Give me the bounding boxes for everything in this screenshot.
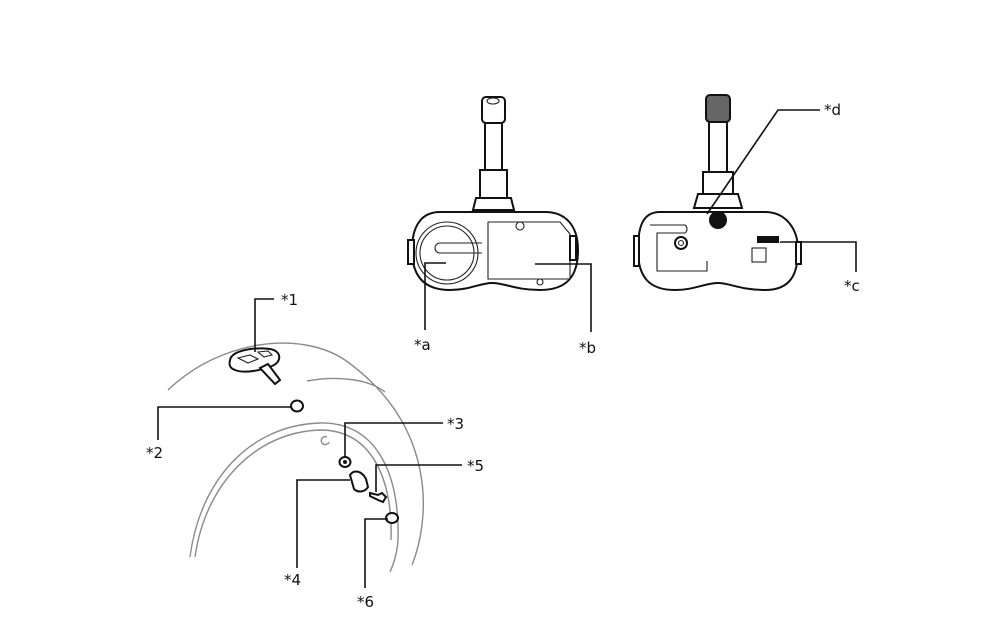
sensor-rear-view (633, 94, 802, 292)
tpms-sensor-part (228, 347, 282, 386)
callout-6: *6 (357, 593, 374, 611)
callout-3: *3 (447, 415, 464, 433)
valve-cap-part (385, 512, 399, 524)
nut-part (290, 399, 304, 413)
wheel-rim (167, 342, 425, 573)
sensor-front-view (407, 96, 580, 292)
callout-5: *5 (467, 457, 484, 475)
leader-lines (157, 109, 857, 588)
callout-1: *1 (281, 291, 298, 309)
callout-d: *d (824, 101, 841, 119)
callout-4: *4 (284, 571, 301, 589)
callout-2: *2 (146, 444, 163, 462)
callout-a: *a (414, 336, 431, 354)
grommet-part (348, 470, 370, 493)
callout-c: *c (844, 277, 860, 295)
valve-core-part (369, 491, 388, 504)
callout-b: *b (579, 339, 596, 357)
